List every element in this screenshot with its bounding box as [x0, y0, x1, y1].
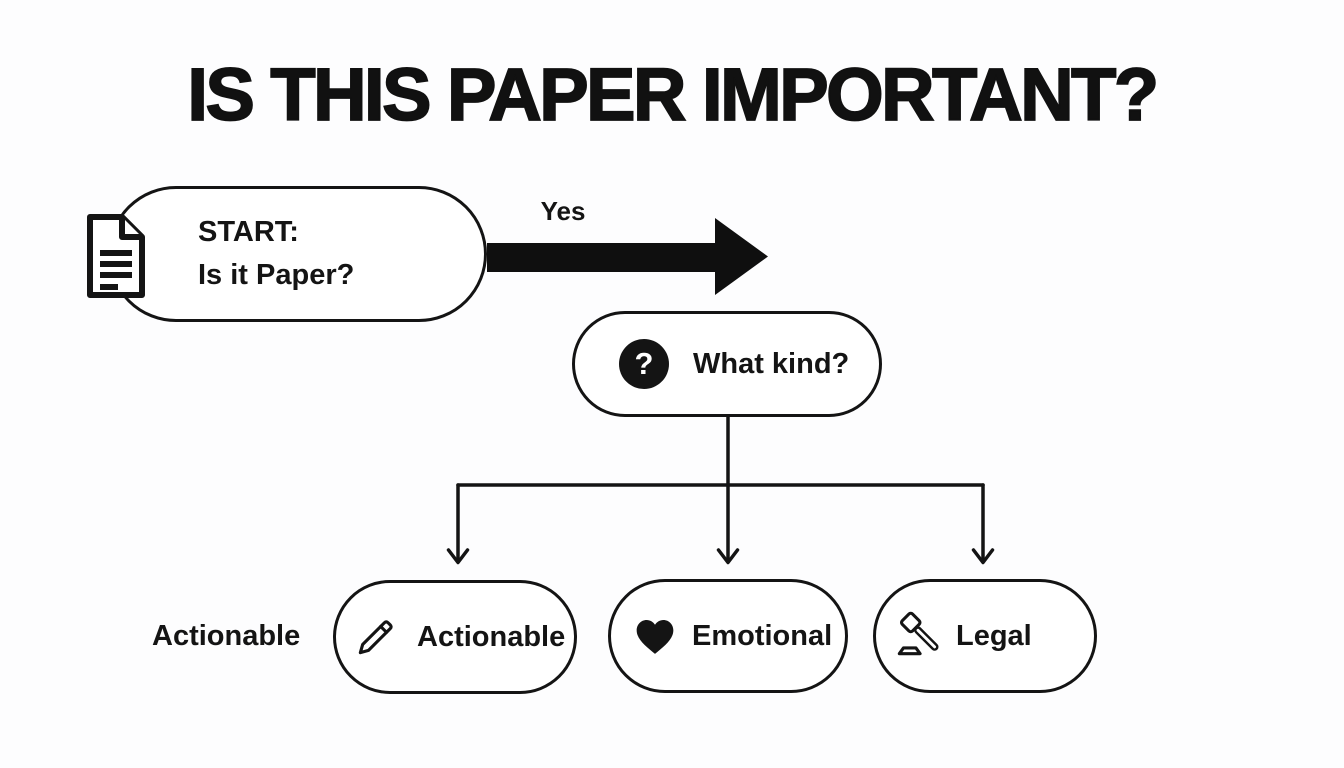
branch-node-actionable: Actionable [333, 580, 577, 694]
yes-arrow [487, 218, 768, 295]
question-mark-circle-icon: ? [619, 339, 669, 389]
document-icon [87, 214, 145, 298]
yes-edge-label: Yes [540, 196, 586, 226]
start-node-line2: Is it Paper? [198, 259, 355, 291]
arrowhead-left [446, 548, 470, 565]
question-node: ? What kind? [572, 311, 882, 417]
stray-actionable-label: Actionable [152, 620, 301, 652]
branch-node-legal: Legal [873, 579, 1097, 693]
start-node-line1: START: [198, 216, 299, 248]
branch-label-actionable: Actionable [417, 620, 566, 653]
branch-node-emotional: Emotional [608, 579, 848, 693]
branch-label-emotional: Emotional [692, 619, 833, 652]
arrowhead-right [971, 548, 995, 565]
heart-icon [636, 619, 674, 654]
gavel-icon [897, 611, 939, 656]
start-node-text: START: Is it Paper? [198, 211, 354, 297]
arrowhead-middle [716, 548, 740, 565]
question-node-label: What kind? [693, 347, 850, 380]
start-node: START: Is it Paper? [108, 186, 487, 322]
page-title: IS THIS PAPER IMPORTANT? [187, 52, 1160, 137]
pencil-icon [358, 620, 393, 655]
branch-label-legal: Legal [956, 619, 1032, 652]
